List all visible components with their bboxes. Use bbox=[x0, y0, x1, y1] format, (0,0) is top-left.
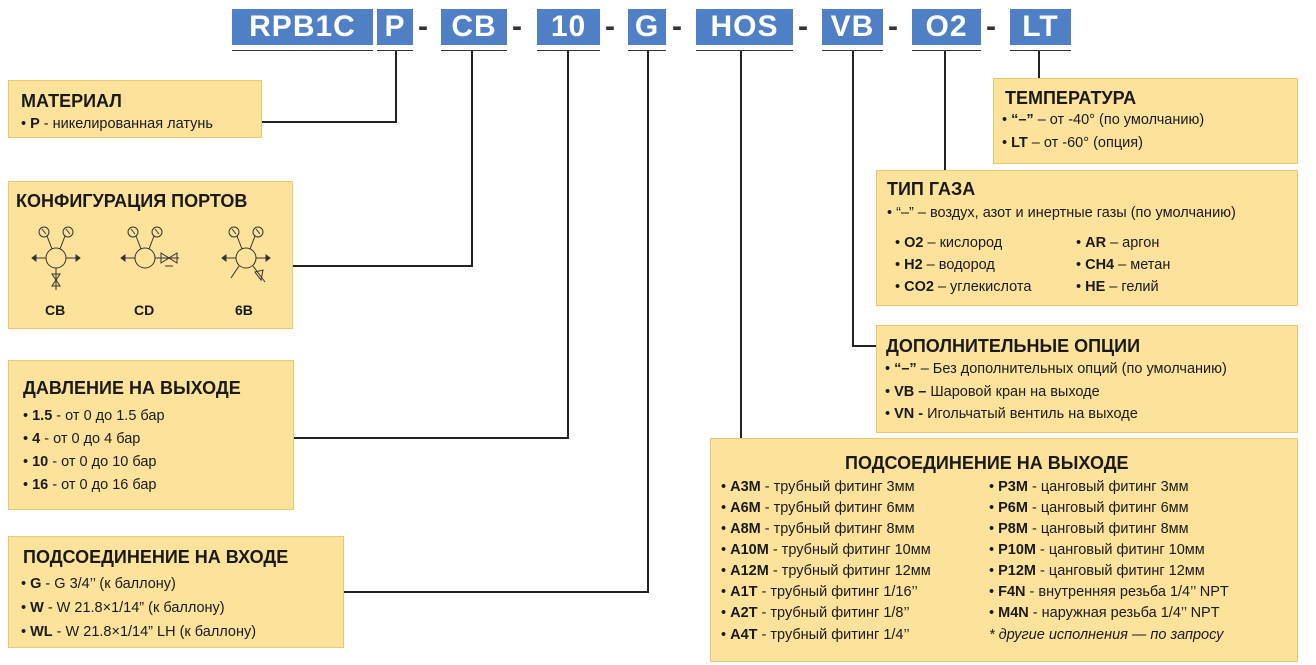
outlet-item: • A10M - трубный фитинг 10мм bbox=[721, 542, 931, 558]
code-segment-outlet: HOS bbox=[696, 9, 793, 45]
outlet-item: • A12M - трубный фитинг 12мм bbox=[721, 563, 931, 579]
options-box: ДОПОЛНИТЕЛЬНЫЕ ОПЦИИ • “–” – Без дополни… bbox=[876, 325, 1298, 433]
code-underline bbox=[912, 50, 981, 51]
temperature-box: ТЕМПЕРАТУРА • “–” – от -40° (по умолчани… bbox=[993, 78, 1298, 164]
connector-line bbox=[944, 51, 946, 170]
code-segment-options: VB bbox=[822, 9, 883, 45]
port-label-cb: CB bbox=[45, 302, 66, 318]
code-segment-gas: O2 bbox=[912, 9, 981, 45]
temperature-title: ТЕМПЕРАТУРА bbox=[1005, 88, 1137, 108]
outlet-item: • M4N - наружная резьба 1/4’’ NPT bbox=[989, 605, 1220, 621]
connector-line bbox=[471, 51, 473, 267]
options-title: ДОПОЛНИТЕЛЬНЫЕ ОПЦИИ bbox=[886, 336, 1141, 356]
pressure-item: • 1.5 - от 0 до 1.5 бар bbox=[23, 408, 165, 424]
pressure-item: • 10 - от 0 до 10 бар bbox=[23, 454, 157, 470]
outlet-item: • A3M - трубный фитинг 3мм bbox=[721, 479, 915, 495]
port-label-cd: CD bbox=[134, 302, 155, 318]
connector-line bbox=[395, 51, 397, 123]
option-item: • VB – Шаровой кран на выходе bbox=[885, 384, 1100, 400]
inlet-box: ПОДСОЕДИНЕНИЕ НА ВХОДЕ • G - G 3/4’’ (к … bbox=[8, 536, 344, 648]
connector-line bbox=[647, 51, 649, 593]
connector-line bbox=[1038, 51, 1040, 78]
code-underline bbox=[1010, 50, 1071, 51]
ports-title: КОНФИГУРАЦИЯ ПОРТОВ bbox=[16, 191, 248, 211]
code-dash: - bbox=[418, 10, 428, 43]
outlet-item: • A1T - трубный фитинг 1/16’’ bbox=[721, 584, 918, 600]
code-segment-temperature: LT bbox=[1010, 9, 1071, 45]
code-dash: - bbox=[605, 10, 615, 43]
outlet-item: • P12M - цанговый фитинг 12мм bbox=[989, 563, 1205, 579]
gas-default: • “–” – воздух, азот и инертные газы (по… bbox=[887, 205, 1236, 221]
code-segment-model: RPB1C bbox=[232, 9, 373, 45]
outlet-item: • P8M - цанговый фитинг 8мм bbox=[989, 521, 1189, 537]
temperature-item: • LT – от -60° (опция) bbox=[1002, 135, 1143, 151]
code-underline bbox=[441, 50, 507, 51]
outlet-box: ПОДСОЕДИНЕНИЕ НА ВЫХОДЕ • A3M - трубный … bbox=[710, 438, 1298, 662]
code-dash: - bbox=[512, 10, 522, 43]
option-item: • “–” – Без дополнительных опций (по умо… bbox=[885, 361, 1227, 377]
connector-line bbox=[262, 121, 397, 123]
connector-line bbox=[344, 591, 649, 593]
outlet-item: • P3M - цанговый фитинг 3мм bbox=[989, 479, 1189, 495]
code-underline bbox=[537, 50, 600, 51]
code-dash: - bbox=[798, 10, 808, 43]
outlet-item: • A8M - трубный фитинг 8мм bbox=[721, 521, 915, 537]
code-segment-ports: CB bbox=[441, 9, 507, 45]
outlet-item: • A6M - трубный фитинг 6мм bbox=[721, 500, 915, 516]
port-diagrams bbox=[31, 226, 271, 290]
connector-line bbox=[294, 437, 569, 439]
pressure-item: • 16 - от 0 до 16 бар bbox=[23, 477, 157, 493]
inlet-item: • WL - W 21.8×1/14” LH (к баллону) bbox=[21, 624, 257, 640]
code-segment-material: P bbox=[377, 9, 413, 45]
outlet-pressure-box: ДАВЛЕНИЕ НА ВЫХОДЕ • 1.5 - от 0 до 1.5 б… bbox=[8, 360, 294, 510]
code-underline bbox=[628, 50, 666, 51]
code-underline bbox=[232, 50, 373, 51]
connector-line bbox=[852, 345, 877, 347]
connector-line bbox=[740, 51, 742, 439]
pressure-item: • 4 - от 0 до 4 бар bbox=[23, 431, 141, 447]
port-label-6b: 6B bbox=[235, 302, 253, 318]
inlet-item: • G - G 3/4’’ (к баллону) bbox=[21, 576, 176, 592]
material-item: • P - никелированная латунь bbox=[21, 116, 213, 132]
outlet-item: • A2T - трубный фитинг 1/8’’ bbox=[721, 605, 910, 621]
gas-item: • AR – аргон bbox=[1076, 235, 1160, 251]
gas-title: ТИП ГАЗА bbox=[887, 179, 976, 199]
gas-item: • CO2 – углекислота bbox=[895, 279, 1032, 295]
connector-line bbox=[567, 51, 569, 439]
inlet-item: • W - W 21.8×1/14” (к баллону) bbox=[21, 600, 225, 616]
outlet-item: • A4T - трубный фитинг 1/4’’ bbox=[721, 627, 910, 643]
code-dash: - bbox=[888, 10, 898, 43]
code-dash: - bbox=[986, 10, 996, 43]
material-box: МАТЕРИАЛ • P - никелированная латунь bbox=[8, 80, 262, 138]
temperature-item: • “–” – от -40° (по умолчанию) bbox=[1002, 112, 1205, 128]
outlet-item: • P10M - цанговый фитинг 10мм bbox=[989, 542, 1205, 558]
code-underline bbox=[377, 50, 413, 51]
port-diagram-6b bbox=[221, 226, 271, 283]
port-diagram-cd bbox=[120, 226, 179, 269]
code-segment-pressure: 10 bbox=[537, 9, 600, 45]
outlet-item: • F4N - внутренняя резьба 1/4’’ NPT bbox=[989, 584, 1229, 600]
code-dash: - bbox=[672, 10, 682, 43]
port-diagram-cb bbox=[31, 226, 81, 290]
code-segment-inlet: G bbox=[628, 9, 666, 45]
outlet-note: * другие исполнения — по запросу bbox=[989, 627, 1224, 643]
option-item: • VN - Игольчатый вентиль на выходе bbox=[885, 406, 1138, 422]
connector-line bbox=[852, 51, 854, 347]
material-title: МАТЕРИАЛ bbox=[21, 91, 122, 111]
gas-box: ТИП ГАЗА • “–” – воздух, азот и инертные… bbox=[876, 170, 1298, 306]
outlet-pressure-title: ДАВЛЕНИЕ НА ВЫХОДЕ bbox=[23, 378, 241, 398]
outlet-title: ПОДСОЕДИНЕНИЕ НА ВЫХОДЕ bbox=[845, 453, 1129, 473]
connector-line bbox=[293, 265, 473, 267]
code-underline bbox=[822, 50, 883, 51]
code-underline bbox=[696, 50, 793, 51]
ports-box: КОНФИГУРАЦИЯ ПОРТОВ bbox=[8, 181, 293, 329]
outlet-item: • P6M - цанговый фитинг 6мм bbox=[989, 500, 1189, 516]
gas-item: • O2 – кислород bbox=[895, 235, 1003, 251]
gas-item: • CH4 – метан bbox=[1076, 257, 1171, 273]
gas-item: • H2 – водород bbox=[895, 257, 995, 273]
inlet-title: ПОДСОЕДИНЕНИЕ НА ВХОДЕ bbox=[23, 547, 289, 567]
gas-item: • HE – гелий bbox=[1076, 279, 1159, 295]
